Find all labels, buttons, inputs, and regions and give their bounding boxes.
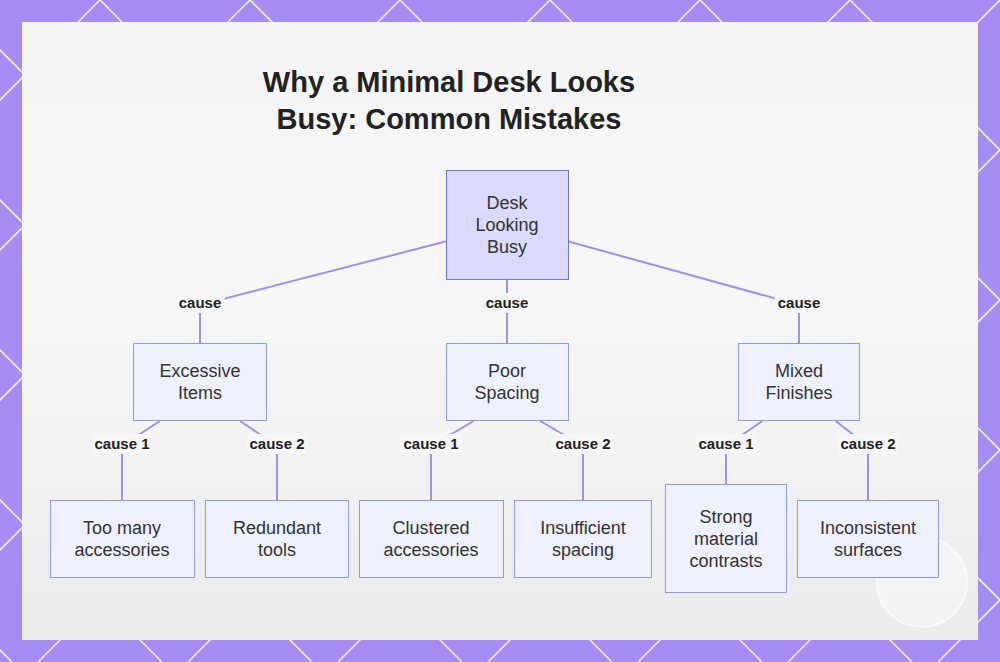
edge-label: cause [775, 293, 824, 313]
box-text: Clustered accessories [368, 517, 495, 561]
edge-label: cause 2 [552, 434, 613, 454]
connector [240, 421, 277, 500]
box-text: Redundant tools [214, 517, 340, 561]
box-text: Desk Looking Busy [455, 192, 560, 258]
box-text: Mixed Finishes [747, 360, 851, 404]
box-text: Insufficient spacing [523, 517, 643, 561]
cause-box: Insufficient spacing [514, 500, 652, 578]
edge-label: cause 2 [246, 434, 307, 454]
cause-box: Redundant tools [205, 500, 349, 578]
connector [200, 242, 446, 344]
connector [122, 421, 160, 500]
box-text: Excessive Items [142, 360, 258, 404]
box-text: Poor Spacing [455, 360, 560, 404]
connector [836, 421, 868, 500]
box-text: Inconsistent surfaces [806, 517, 930, 561]
edge-label: cause 1 [400, 434, 461, 454]
edge-label: cause [483, 293, 532, 313]
diagram-title: Why a Minimal Desk Looks Busy: Common Mi… [229, 64, 669, 138]
cause-box: Strong material contrasts [665, 484, 787, 593]
connector [569, 242, 800, 344]
edge-label: cause [176, 293, 225, 313]
edge-label: cause 2 [837, 434, 898, 454]
cause-box: Too many accessories [50, 500, 195, 578]
cause-box: Clustered accessories [359, 500, 504, 578]
cause-box: Inconsistent surfaces [797, 500, 939, 578]
root-box: Desk Looking Busy [446, 170, 569, 280]
box-text: Too many accessories [59, 517, 186, 561]
cause-box: Mixed Finishes [738, 343, 860, 421]
box-text: Strong material contrasts [674, 506, 778, 572]
cause-box: Excessive Items [133, 343, 267, 421]
connector [540, 421, 583, 500]
edge-label: cause 1 [695, 434, 756, 454]
connector [431, 421, 474, 500]
cause-box: Poor Spacing [446, 343, 569, 421]
edge-label: cause 1 [91, 434, 152, 454]
